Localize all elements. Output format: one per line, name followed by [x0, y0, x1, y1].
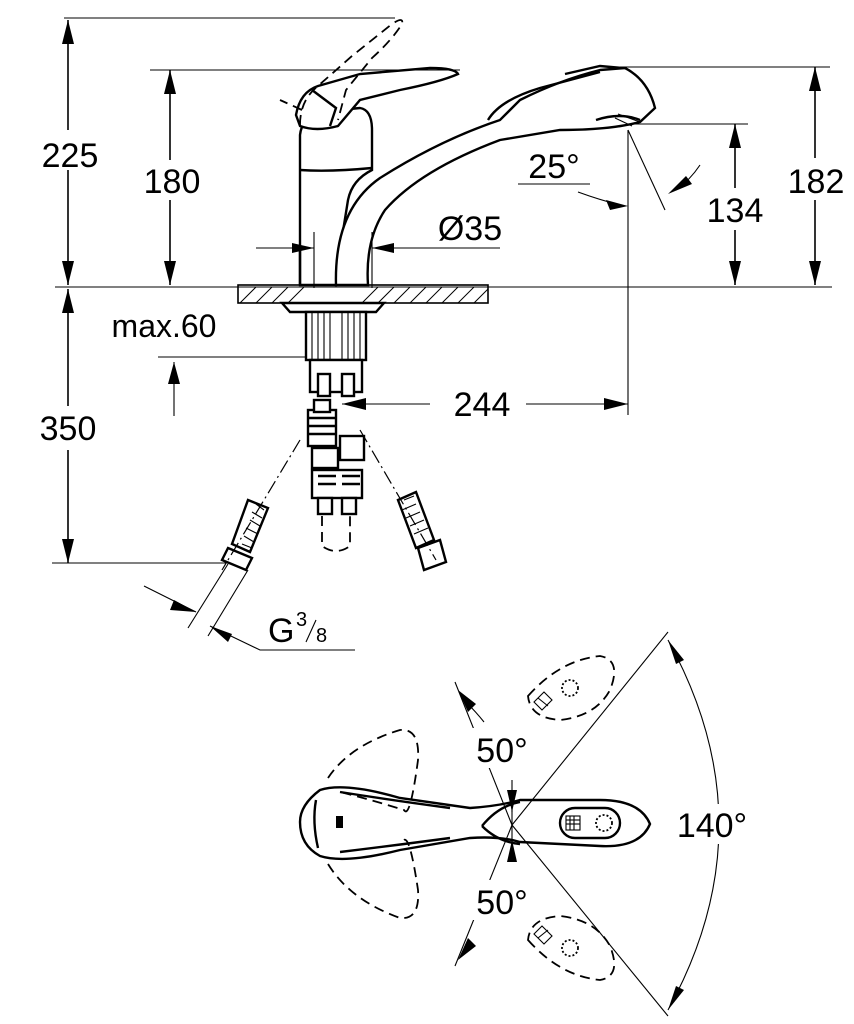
dim-below-deck-label: 350	[40, 410, 97, 448]
dim-spout-height-label: 180	[144, 163, 201, 201]
grip-grid-icon-upper	[533, 691, 553, 711]
hose-right	[359, 429, 448, 572]
faucet-body	[64, 17, 657, 287]
dim-244: 244	[342, 386, 628, 424]
grip-grid-icon	[565, 815, 581, 831]
dim-diameter-35: Ø35	[256, 210, 502, 288]
angle-upper-label: 50°	[476, 732, 527, 770]
dim-outlet-clearance-label: 134	[707, 192, 764, 230]
grip-grid-icon-lower	[533, 925, 553, 945]
dim-350: 350	[28, 289, 230, 564]
lever-center	[298, 786, 652, 861]
angle-total-label: 140°	[677, 807, 747, 845]
dim-hole-diameter-label: Ø35	[438, 210, 502, 248]
thread-numerator: 3	[296, 609, 307, 631]
angle-lower-label: 50°	[476, 884, 527, 922]
hose-left	[220, 439, 301, 572]
dim-180: 180	[132, 69, 460, 285]
under-deck-assembly	[220, 301, 448, 572]
countertop-section	[237, 284, 489, 304]
lever-lower-dashed	[327, 839, 616, 981]
dim-134: 134	[628, 123, 774, 285]
dim-225: 225	[28, 20, 108, 285]
dim-thread-g38: G 3 8	[143, 563, 355, 651]
lever-upper-dashed	[327, 655, 616, 813]
dim-deck-thickness-label: max.60	[112, 308, 217, 344]
top-view: 50° 50° 140°	[298, 631, 764, 1017]
side-view: 225 180 182 134	[28, 17, 854, 651]
thread-g-label: G	[268, 612, 294, 650]
dim-182: 182	[620, 66, 854, 285]
dim-spout-reach-label: 244	[454, 386, 511, 424]
dim-spout-angle-label: 25°	[528, 148, 579, 186]
dim-outlet-height-label: 182	[788, 163, 845, 201]
thread-denominator: 8	[316, 625, 327, 647]
dim-max-60: max.60	[112, 308, 306, 416]
dim-total-height-label: 225	[42, 137, 99, 175]
dim-25-deg: 25°	[518, 129, 701, 415]
